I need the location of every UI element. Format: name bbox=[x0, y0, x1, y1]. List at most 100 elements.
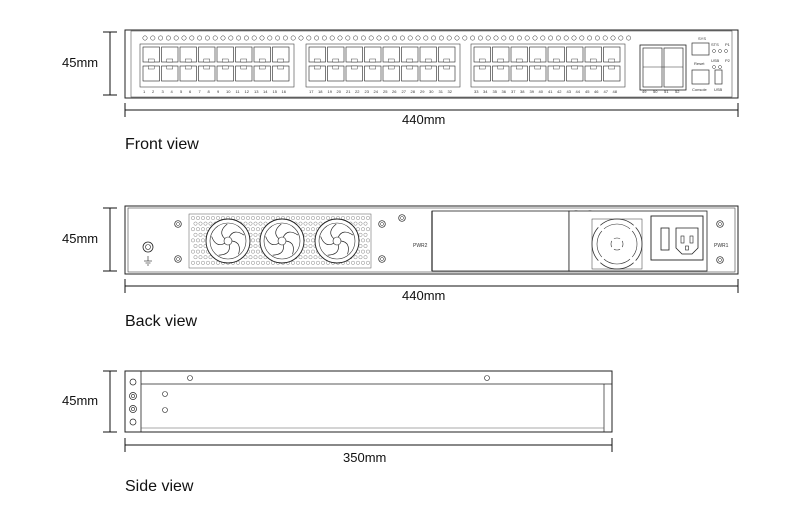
led-indicator bbox=[431, 35, 437, 41]
back-height-label: 45mm bbox=[62, 231, 98, 246]
port-number: 40 bbox=[539, 89, 544, 94]
led-indicator bbox=[399, 35, 405, 41]
port-number: 48 bbox=[613, 89, 618, 94]
fan-icon bbox=[314, 218, 360, 264]
led-indicator bbox=[477, 35, 483, 41]
led-indicator bbox=[524, 35, 530, 41]
sys-label: SYS bbox=[698, 36, 706, 41]
usb-top-label: USB bbox=[711, 58, 720, 63]
led-indicator bbox=[485, 35, 491, 41]
led-indicator bbox=[321, 35, 327, 41]
p1-label: P1 bbox=[725, 42, 731, 47]
port-number: 26 bbox=[392, 89, 397, 94]
port-number: 19 bbox=[328, 89, 333, 94]
port-number: 45 bbox=[585, 89, 590, 94]
led-indicator bbox=[532, 35, 538, 41]
front-width-dimension: 440mm bbox=[124, 103, 739, 127]
led-indicator bbox=[555, 35, 561, 41]
led-indicator bbox=[267, 35, 273, 41]
back-width-dimension: 440mm bbox=[124, 279, 739, 303]
port-number: 12 bbox=[245, 89, 250, 94]
port-number: 43 bbox=[567, 89, 572, 94]
led-indicator bbox=[173, 35, 179, 41]
port-number: 36 bbox=[502, 89, 507, 94]
ground-screw-icon bbox=[142, 241, 154, 266]
led-row bbox=[142, 35, 632, 41]
port-number: 41 bbox=[548, 89, 553, 94]
port-number: 29 bbox=[420, 89, 425, 94]
back-width-label: 440mm bbox=[402, 288, 445, 303]
port-number: 7 bbox=[199, 89, 202, 94]
console-port bbox=[691, 69, 710, 85]
led-indicator bbox=[259, 35, 265, 41]
led-indicator bbox=[282, 35, 288, 41]
led-indicator bbox=[360, 35, 366, 41]
led-indicator bbox=[329, 35, 335, 41]
led-indicator bbox=[462, 35, 468, 41]
p2-label: P2 bbox=[725, 58, 731, 63]
port-number: 24 bbox=[374, 89, 379, 94]
led-indicator bbox=[563, 35, 569, 41]
led-indicator bbox=[314, 35, 320, 41]
port-number: 18 bbox=[318, 89, 323, 94]
back-view-title: Back view bbox=[125, 313, 198, 330]
sfp-number: 52 bbox=[675, 89, 680, 94]
pwr1-label: PWR1 bbox=[714, 243, 729, 249]
reset-port bbox=[691, 42, 710, 56]
back-view-drawing: 45mm PWR2 bbox=[62, 205, 739, 303]
port-number: 28 bbox=[411, 89, 416, 94]
sfp-number: 50 bbox=[653, 89, 658, 94]
led-indicator bbox=[446, 35, 452, 41]
reset-label: Reset bbox=[694, 61, 705, 66]
sfp-number: 51 bbox=[664, 89, 669, 94]
led-indicator bbox=[243, 35, 249, 41]
led-indicator bbox=[204, 35, 210, 41]
port-number: 31 bbox=[439, 89, 444, 94]
led-indicator bbox=[602, 35, 608, 41]
port-number: 47 bbox=[604, 89, 609, 94]
pwr2-blank-slot bbox=[431, 210, 570, 272]
led-indicator bbox=[298, 35, 304, 41]
led-indicator bbox=[376, 35, 382, 41]
usb-label: USB bbox=[714, 87, 723, 92]
port-number: 4 bbox=[171, 89, 174, 94]
led-indicator bbox=[540, 35, 546, 41]
port-number: 10 bbox=[226, 89, 231, 94]
power-inlet-icon bbox=[650, 215, 704, 261]
fan-icons bbox=[205, 218, 360, 264]
power-switch bbox=[660, 227, 670, 251]
led-indicator bbox=[501, 35, 507, 41]
sfp-ports bbox=[639, 44, 687, 91]
port-number: 21 bbox=[346, 89, 351, 94]
psu-fan-icon bbox=[591, 218, 643, 270]
port-number: 32 bbox=[448, 89, 453, 94]
led-indicator bbox=[275, 35, 281, 41]
led-indicator bbox=[189, 35, 195, 41]
front-width-label: 440mm bbox=[402, 112, 445, 127]
led-indicator bbox=[290, 35, 296, 41]
port-number: 20 bbox=[337, 89, 342, 94]
led-indicator bbox=[493, 35, 499, 41]
led-indicator bbox=[150, 35, 156, 41]
led-indicator bbox=[158, 35, 164, 41]
led-indicator bbox=[197, 35, 203, 41]
led-indicator bbox=[454, 35, 460, 41]
port-number: 6 bbox=[189, 89, 192, 94]
side-height-label: 45mm bbox=[62, 393, 98, 408]
led-indicator bbox=[236, 35, 242, 41]
port-number: 9 bbox=[217, 89, 220, 94]
back-height-dimension: 45mm bbox=[62, 207, 117, 272]
side-view-drawing: 45mm 350mm bbox=[62, 370, 613, 465]
port-number: 13 bbox=[254, 89, 259, 94]
led-indicator bbox=[165, 35, 171, 41]
led-indicator bbox=[438, 35, 444, 41]
led-indicator bbox=[368, 35, 374, 41]
led-indicator bbox=[345, 35, 351, 41]
port-number: 16 bbox=[282, 89, 287, 94]
led-indicator bbox=[470, 35, 476, 41]
port-number: 11 bbox=[236, 89, 241, 94]
led-indicator bbox=[548, 35, 554, 41]
led-indicator bbox=[220, 35, 226, 41]
